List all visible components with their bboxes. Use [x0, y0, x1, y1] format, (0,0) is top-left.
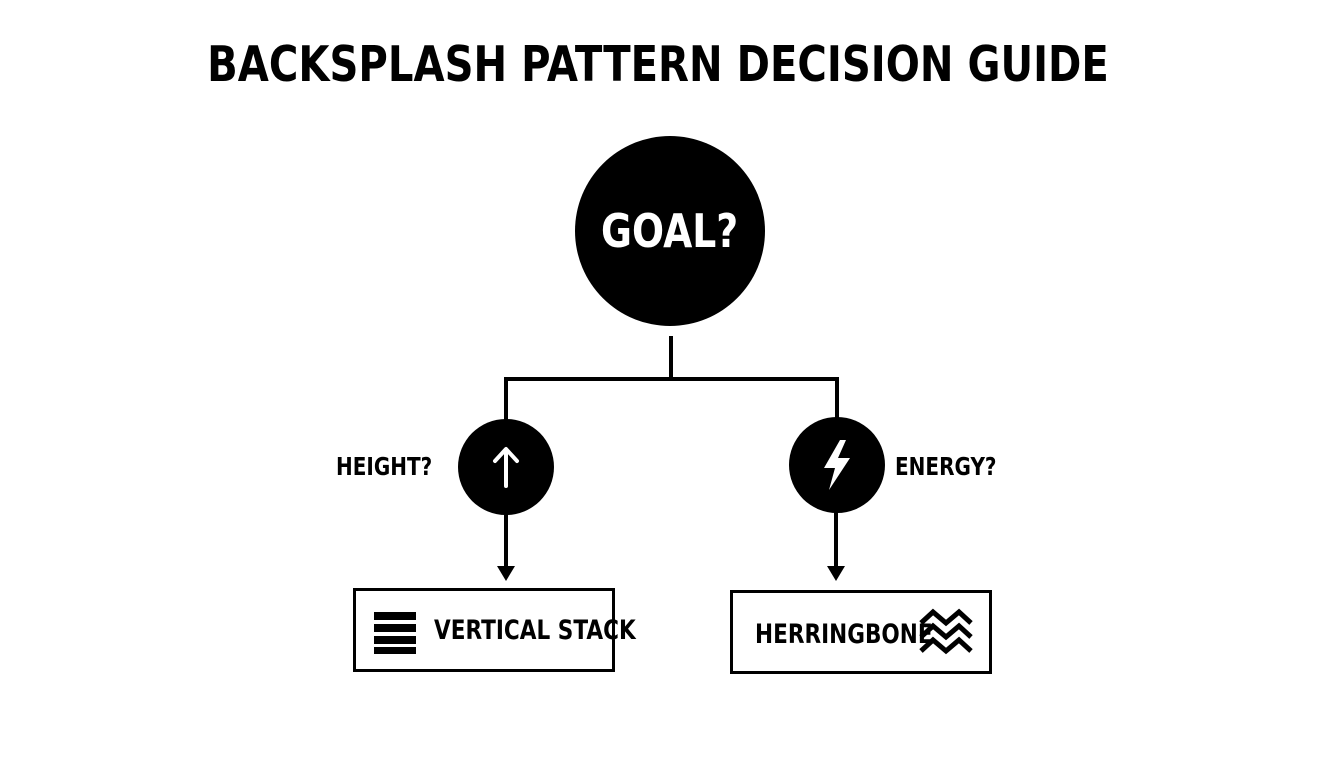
right-arrowhead [827, 566, 845, 581]
vertical-stack-label: VERTICAL STACK [434, 615, 636, 646]
herringbone-label: HERRINGBONE [755, 619, 933, 650]
stacked-bars-icon [374, 612, 416, 654]
zigzag-icon [919, 608, 973, 655]
height-node [458, 419, 554, 515]
arrow-up-icon [493, 447, 519, 488]
energy-node [789, 417, 885, 513]
height-question-label: HEIGHT? [336, 452, 433, 481]
herringbone-box: HERRINGBONE [730, 590, 992, 674]
energy-question-label: ENERGY? [895, 452, 997, 481]
vertical-stack-box: VERTICAL STACK [353, 588, 636, 672]
goal-node: GOAL? [575, 136, 765, 326]
lightning-bolt-icon [824, 440, 850, 490]
goal-label: GOAL? [601, 204, 739, 258]
left-arrowhead [497, 566, 515, 581]
diagram-title: BACKSPLASH PATTERN DECISION GUIDE [207, 36, 1109, 93]
